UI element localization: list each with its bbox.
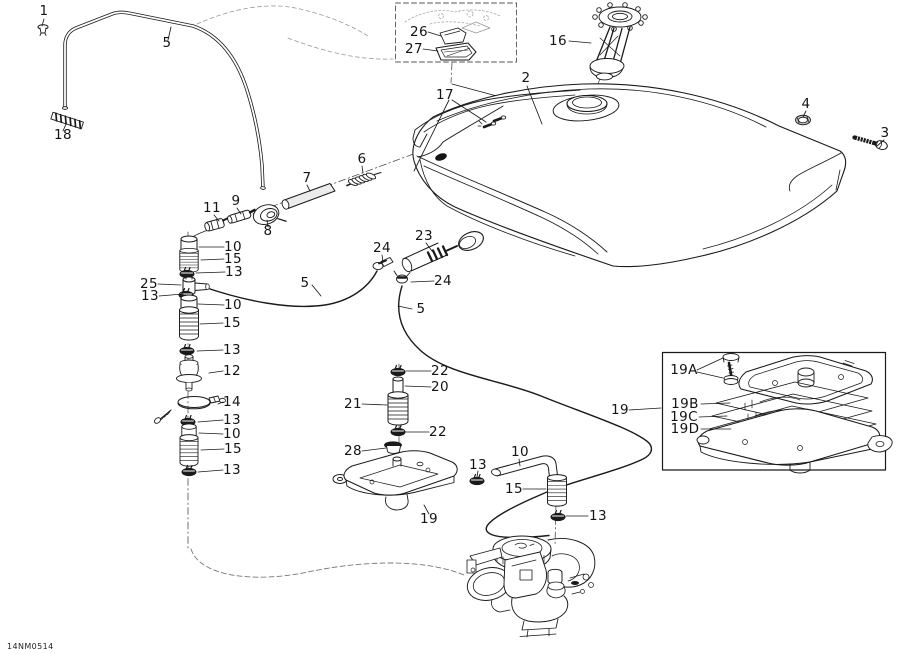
pump-base-part <box>696 408 893 474</box>
part-label-6: 6 <box>358 151 367 167</box>
part-label-15d: 15 <box>505 481 523 497</box>
part-label-15a: 15 <box>224 251 242 267</box>
part-label-19B: 19B <box>671 396 699 412</box>
spiral-grommet-8-part <box>252 204 287 225</box>
clamp-14-part <box>154 395 226 424</box>
pump-plate <box>332 450 458 511</box>
part-label-8: 8 <box>264 223 273 239</box>
part-label-20: 20 <box>431 379 449 395</box>
part-label-25: 25 <box>140 276 158 292</box>
part-label-17: 17 <box>436 87 454 103</box>
part-label-5: 5 <box>163 35 172 51</box>
part-label-9: 9 <box>232 193 241 209</box>
phantom-outline <box>196 5 394 60</box>
part-label-1: 1 <box>40 3 49 19</box>
grommet-28-part <box>384 441 402 454</box>
figure-code: 14NM0514 <box>7 642 54 651</box>
part-label-26: 26 <box>410 24 428 40</box>
part-label-13b: 13 <box>141 288 159 304</box>
tube-20-part <box>392 376 404 395</box>
part-label-18: 18 <box>54 127 72 143</box>
part-label-12: 12 <box>223 363 241 379</box>
part-label-19b: 19 <box>420 511 438 527</box>
part-label-22b: 22 <box>429 424 447 440</box>
part-label-19D: 19D <box>671 421 700 437</box>
part-label-7: 7 <box>303 170 312 186</box>
carb-inlet-fitting <box>546 568 566 599</box>
part-label-13c: 13 <box>223 342 241 358</box>
part-label-11: 11 <box>203 200 221 216</box>
filter-hose-stack <box>384 364 409 454</box>
primer-pump-part <box>401 231 484 273</box>
left-valve-stack <box>154 235 465 578</box>
part-label-15b: 15 <box>223 315 241 331</box>
fuel-pump-detail-box <box>661 351 893 474</box>
part-label-13d: 13 <box>223 412 241 428</box>
part-label-15c: 15 <box>224 441 242 457</box>
carburetor <box>466 535 596 638</box>
part-label-22a: 22 <box>431 363 449 379</box>
tank-vent-hole <box>435 153 447 161</box>
part-label-10a: 10 <box>224 239 242 255</box>
part-label-10c: 10 <box>223 426 241 442</box>
vent-hose <box>62 10 266 190</box>
part-label-27: 27 <box>405 41 423 57</box>
part-label-19A: 19A <box>670 362 698 378</box>
part-label-23: 23 <box>415 228 433 244</box>
fuel-tank <box>412 83 847 268</box>
tray-27-part <box>435 42 477 61</box>
part-label-24a: 24 <box>373 240 391 256</box>
part-label-14: 14 <box>223 394 241 410</box>
fitting-24b-part <box>393 270 411 284</box>
detail-box-26-27 <box>395 2 517 100</box>
part-label-24b: 24 <box>434 273 452 289</box>
part-label-13e: 13 <box>223 462 241 478</box>
part-label-13f: 13 <box>469 457 487 473</box>
part-label-19: 19 <box>611 402 629 418</box>
part-label-4: 4 <box>802 96 811 112</box>
leader-lines <box>41 18 885 517</box>
part-label-10b: 10 <box>224 297 242 313</box>
tube-7-part <box>281 183 336 210</box>
part-label-3: 3 <box>881 125 890 141</box>
fitting-9-part <box>227 208 256 224</box>
callout-labels: 1 5 18 26 27 16 2 17 4 3 6 7 9 11 8 10 1… <box>40 3 890 527</box>
part-label-5b: 5 <box>301 275 310 291</box>
part-label-5c: 5 <box>417 301 426 317</box>
outlet-elbow-stack <box>491 455 567 522</box>
part-label-13g: 13 <box>589 508 607 524</box>
part-label-16: 16 <box>549 33 567 49</box>
part-label-21: 21 <box>344 396 362 412</box>
rivet-part <box>37 24 49 36</box>
part-label-13a: 13 <box>225 264 243 280</box>
fuel-gauge-part <box>589 2 648 81</box>
screw-19A-part <box>722 353 740 385</box>
part-label-19C: 19C <box>670 409 698 425</box>
fitting-24a-part <box>372 257 394 271</box>
nut-part <box>795 114 811 126</box>
part-label-10d: 10 <box>511 444 529 460</box>
spring-6-part <box>346 172 382 187</box>
check-valve-12-part <box>176 354 202 392</box>
bracket-26-part <box>439 27 467 45</box>
fuel-hose-center <box>203 270 653 539</box>
tank-screws-part <box>477 115 507 129</box>
part-label-28: 28 <box>344 443 362 459</box>
part-label-2: 2 <box>522 70 531 86</box>
